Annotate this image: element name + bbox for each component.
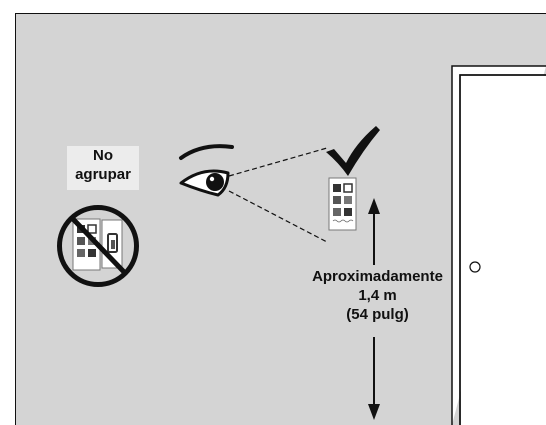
do-not-group-label: No agrupar: [67, 146, 139, 190]
thermostat-icon: [328, 177, 357, 231]
sight-line-upper: [228, 147, 328, 177]
prohibition-icon: [57, 205, 139, 287]
checkmark-icon: [326, 126, 380, 176]
height-label-line-3: (54 pulg): [346, 306, 409, 323]
do-not-group-line-1: No: [93, 147, 113, 164]
double-arrow-icon: [368, 198, 380, 420]
do-not-group-line-2: agrupar: [75, 166, 131, 183]
height-label-line-2: 1,4 m: [358, 287, 397, 304]
eye-icon: [179, 144, 234, 197]
door-icon: [451, 65, 546, 425]
mounting-height-label: Aproximadamente 1,4 m (54 pulg): [300, 267, 455, 324]
sight-line-lower: [228, 190, 328, 243]
height-label-line-1: Aproximadamente: [312, 268, 443, 285]
door-knob: [469, 261, 481, 273]
